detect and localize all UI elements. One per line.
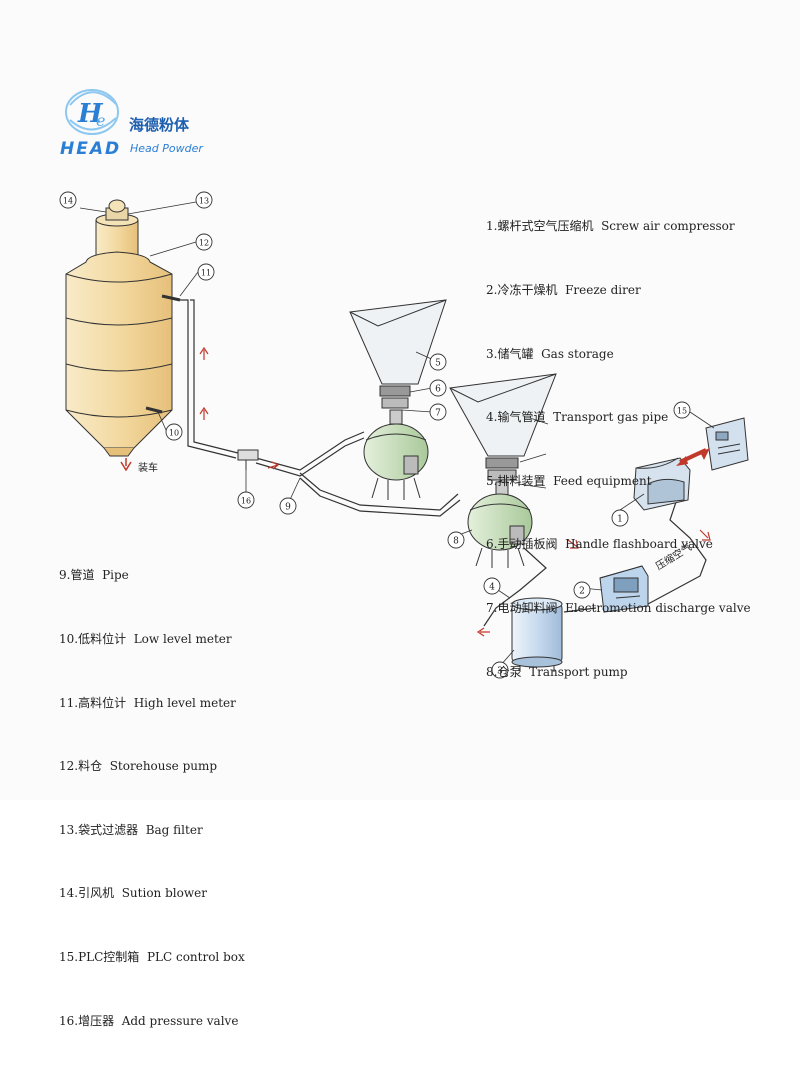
gas-storage-tank (511, 597, 563, 672)
legend-item: 10.低料位计 Low level meter (59, 632, 232, 646)
callout-1: 1 (611, 509, 629, 527)
callout-number: 7 (435, 409, 441, 419)
callout-number: 4 (489, 583, 495, 593)
legend-item: 11.高料位计 High level meter (59, 695, 236, 710)
process-diagram: H e (65, 89, 749, 672)
svg-text:e: e (96, 111, 105, 130)
callout-number: 12 (199, 239, 209, 248)
transport-gas-pipe (483, 501, 707, 627)
callout-number: 16 (241, 497, 251, 506)
callout-number: 9 (285, 503, 291, 513)
callout-number: 2 (579, 587, 585, 597)
callout-7: 7 (429, 403, 447, 421)
legend-item: 1.螺杆式空气压缩机 Screw air compressor (486, 219, 735, 234)
freeze-drier (599, 565, 649, 613)
callout-14: 14 (59, 191, 77, 209)
callout-3: 3 (491, 661, 509, 679)
callout-number: 1 (617, 515, 623, 525)
callout-13: 13 (195, 191, 213, 209)
add-pressure-valve (237, 449, 259, 470)
callout-number: 5 (435, 359, 441, 369)
legend-item: 9.管道 Pipe (59, 568, 129, 583)
plc-control-box (705, 417, 749, 471)
legend-item: 12.料仓 Storehouse pump (59, 759, 218, 774)
diagram-canvas: H e (59, 89, 751, 1028)
transport-pump-a (363, 423, 429, 500)
callout-6: 6 (429, 379, 447, 397)
gas-flow-arrow-icon (476, 529, 711, 637)
callout-4: 4 (483, 577, 501, 595)
callout-number: 3 (497, 667, 503, 677)
callout-number: 11 (201, 269, 211, 278)
legend-item: 15.PLC控制箱 PLC control box (59, 949, 245, 964)
callout-15: 15 (673, 401, 691, 419)
screw-air-compressor (633, 457, 691, 511)
callout-12: 12 (195, 233, 213, 251)
signal-arrow-icon (676, 448, 710, 466)
logo-english: HEAD (60, 139, 122, 159)
legend-item: 3.储气罐 Gas storage (486, 346, 614, 361)
flow-arrow-icon (199, 346, 280, 470)
svg-text:H: H (77, 99, 104, 129)
logo-chinese: 海德粉体 (129, 116, 190, 134)
callout-9: 9 (279, 497, 297, 515)
callout-number: 13 (199, 197, 209, 206)
callout-11: 11 (197, 263, 215, 281)
truck-loading-label: 装车 (138, 463, 158, 474)
callout-10: 10 (165, 423, 183, 441)
feed-equipment-a (349, 299, 447, 425)
callout-number: 10 (169, 429, 179, 438)
legend-item: 5.排料装置 Feed equipment (486, 473, 652, 488)
legend-item: 4.输气管道 Transport gas pipe (486, 410, 669, 425)
legend-item: 6.手动插板阀 Handle flashboard valve (486, 537, 713, 552)
callout-5: 5 (429, 353, 447, 371)
transport-pump-b (467, 493, 533, 568)
callout-leaders (79, 201, 715, 667)
storehouse-silo (65, 199, 181, 457)
transport-pipe (180, 299, 461, 517)
legend-item: 2.冷冻干燥机 Freeze direr (486, 283, 641, 297)
callout-8: 8 (447, 531, 465, 549)
callout-number: 8 (453, 537, 459, 547)
discharge-arrow-icon (120, 458, 132, 472)
callout-number: 14 (63, 197, 73, 206)
callout-number: 15 (677, 407, 687, 416)
logo-subtitle: Head Powder (130, 142, 203, 155)
legend-item: 7.电动卸料阀 Electromotion discharge valve (486, 600, 751, 615)
callout-2: 2 (573, 581, 591, 599)
legend-top: 1.螺杆式空气压缩机 Screw air compressor 2.冷冻干燥机 … (486, 174, 751, 725)
callout-16: 16 (237, 491, 255, 509)
legend-item: 14.引风机 Sution blower (59, 886, 207, 901)
legend-bottom: 9.管道 Pipe 10.低料位计 Low level meter 11.高料位… (59, 523, 245, 1074)
legend-item: 8.仓泵 Transport pump (486, 664, 628, 679)
logo-mark-icon: H e (65, 89, 119, 135)
feed-equipment-b (449, 373, 557, 497)
legend-item: 13.袋式过滤器 Bag filter (59, 822, 203, 837)
callout-number: 6 (435, 385, 441, 395)
legend-item: 16.增压器 Add pressure valve (59, 1013, 239, 1028)
